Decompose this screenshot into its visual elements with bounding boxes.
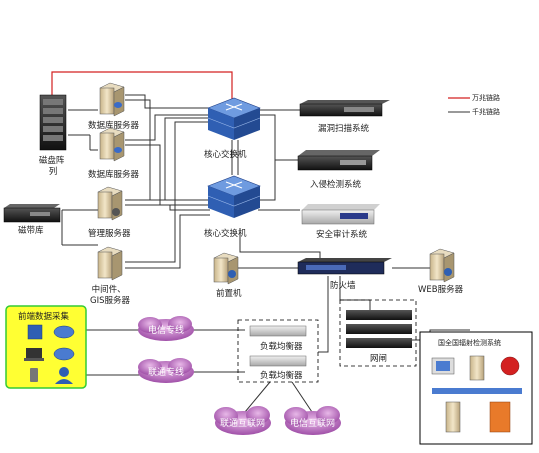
terminal-devices bbox=[24, 324, 75, 384]
tape-library-label: 磁带库 bbox=[18, 225, 44, 236]
telecom-internet-label: 电信互联网 bbox=[290, 417, 335, 429]
front-machine-icon bbox=[213, 252, 239, 285]
front-machine-label: 前置机 bbox=[216, 288, 242, 299]
db-server-2-icon bbox=[99, 127, 125, 162]
laptop-base-icon bbox=[24, 358, 44, 361]
national-system-label: 国全国辐射检测系统 bbox=[438, 338, 501, 347]
laptop-icon bbox=[26, 348, 42, 358]
vuln-scanner-icon bbox=[299, 100, 390, 117]
disk-array-label-line1: 磁盘阵 bbox=[39, 155, 65, 166]
ids-icon bbox=[297, 150, 380, 171]
load-balancer-2-label: 负载均衡器 bbox=[260, 370, 303, 381]
mgmt-server-icon bbox=[97, 186, 123, 221]
telecom-internet-cloud bbox=[284, 406, 341, 435]
core-switch-1-label: 核心交换机 bbox=[204, 149, 247, 160]
middleware-server-icon bbox=[97, 246, 123, 281]
firewall-icon bbox=[297, 258, 392, 275]
nat-bus-icon bbox=[432, 388, 522, 394]
router-icon-1 bbox=[53, 325, 75, 339]
db-server-2-label: 数据库服务器 bbox=[88, 169, 140, 180]
phone-icon bbox=[30, 368, 38, 382]
disk-array-label: 磁盘阵 列 bbox=[39, 155, 67, 177]
telecom-line-cloud bbox=[138, 316, 194, 341]
legend-fiber-label: 万兆链路 bbox=[472, 93, 500, 102]
national-system-devices bbox=[431, 355, 522, 433]
middleware-label-line2: GIS服务器 bbox=[90, 295, 130, 306]
user-body-icon bbox=[55, 379, 73, 384]
middleware-server-label: 中间件、 GIS服务器 bbox=[90, 284, 130, 306]
tape-library-icon bbox=[3, 204, 61, 223]
audit-icon bbox=[301, 204, 380, 225]
db-server-1-label: 数据库服务器 bbox=[88, 120, 140, 131]
fiber-links bbox=[51, 71, 233, 100]
gateway-label: 网闸 bbox=[370, 354, 387, 364]
collector-icon bbox=[27, 324, 43, 340]
telecom-line-label: 电信专线 bbox=[148, 324, 184, 336]
nat-server-icon bbox=[469, 355, 485, 381]
nat-server-2-icon bbox=[445, 401, 461, 433]
unicom-internet-label: 联通互联网 bbox=[220, 418, 265, 429]
core-switch-2-label: 核心交换机 bbox=[204, 228, 247, 239]
middleware-label-line1: 中间件、 bbox=[92, 284, 126, 295]
router-icon-2 bbox=[53, 347, 75, 361]
firewall-label: 防火墙 bbox=[330, 280, 356, 291]
unicom-line-cloud bbox=[138, 358, 194, 383]
web-server-icon bbox=[429, 248, 455, 283]
db-server-1-icon bbox=[99, 82, 125, 117]
legend-gigabit-label: 千兆链路 bbox=[472, 107, 500, 116]
legend: 万兆链路 千兆链路 bbox=[448, 93, 500, 116]
terminal-collection-label: 前端数据采集 bbox=[18, 311, 70, 322]
core-switch-2-icon bbox=[207, 175, 261, 218]
user-head-icon bbox=[59, 367, 69, 377]
load-balancer-1-label: 负载均衡器 bbox=[260, 341, 303, 352]
unicom-line-label: 联通专线 bbox=[148, 366, 184, 378]
mgmt-server-label: 管理服务器 bbox=[88, 228, 131, 239]
ids-label: 入侵检测系统 bbox=[310, 179, 362, 190]
disk-array-icon bbox=[39, 94, 67, 151]
unicom-internet-cloud bbox=[214, 406, 271, 435]
disk-array-label-line2: 列 bbox=[49, 166, 58, 177]
web-server-label: WEB服务器 bbox=[418, 284, 464, 295]
audit-label: 安全审计系统 bbox=[316, 229, 368, 240]
load-balancer-group bbox=[237, 319, 319, 383]
gateway-group bbox=[339, 299, 417, 367]
nat-firewall-icon bbox=[489, 401, 511, 433]
screen-icon bbox=[436, 361, 450, 371]
nat-router-icon bbox=[500, 356, 520, 376]
vuln-scanner-label: 漏洞扫描系统 bbox=[318, 123, 370, 134]
core-switch-1-icon bbox=[207, 97, 261, 140]
